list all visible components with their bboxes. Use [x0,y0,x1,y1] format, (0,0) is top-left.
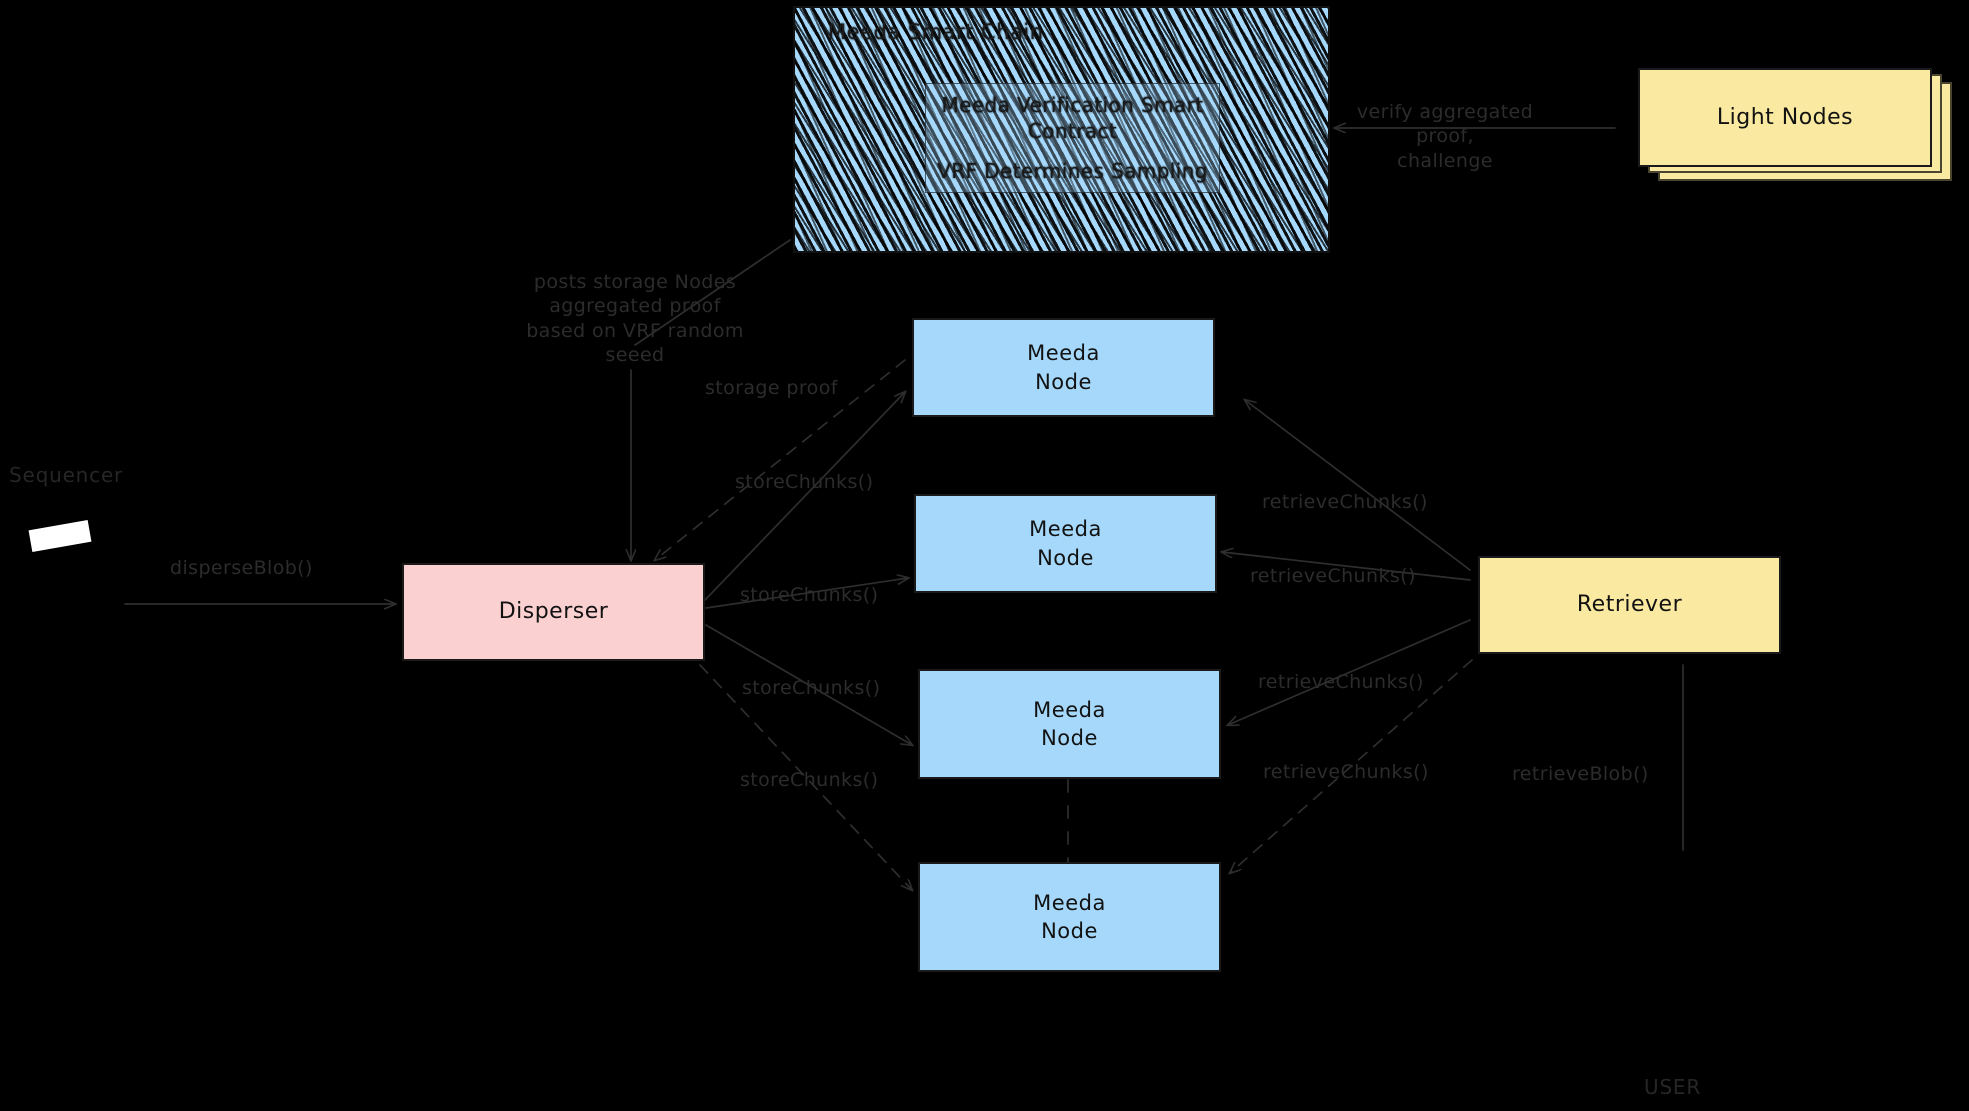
user-label: USER [1644,1075,1702,1099]
edge-label-retrieve-chunks-4: retrieveChunks() [1263,761,1429,783]
meeda-verification-smart-contract[interactable]: Meeda Verification Smart Contract VRF De… [925,83,1220,193]
meeda-node-box-2[interactable]: Meeda Node [914,494,1217,593]
edge-label-retrieve-chunks-3: retrieveChunks() [1258,671,1424,693]
edge-label-posts-storage-proof: posts storage Nodes aggregated proof bas… [526,271,744,366]
vrf-sampling-label: VRF Determines Sampling [937,159,1208,183]
retriever-box[interactable]: Retriever [1478,556,1781,654]
disperser-box[interactable]: Disperser [402,563,705,661]
edge-label-retrieve-chunks-2: retrieveChunks() [1250,565,1416,587]
edge-label-store-chunks-3: storeChunks() [742,677,881,699]
edge-label-retrieve-blob: retrieveBlob() [1512,763,1649,785]
edge-label-store-chunks-2: storeChunks() [740,584,879,606]
edge-label-store-chunks-1: storeChunks() [735,471,874,493]
contract-name-label: Meeda Verification Smart Contract [941,93,1204,143]
edge-label-retrieve-chunks-1: retrieveChunks() [1262,491,1428,513]
edge-label-storage-proof: storage proof [705,377,838,399]
meeda-node-box-3[interactable]: Meeda Node [918,669,1221,779]
sequencer-label: Sequencer [9,463,124,487]
meeda-smart-chain-frame [793,6,1330,253]
sequencer-icon [28,519,92,553]
meeda-node-box-4[interactable]: Meeda Node [918,862,1221,972]
edge-label-store-chunks-4: storeChunks() [740,769,879,791]
wire-store-chunks-1 [704,392,905,601]
meeda-smart-chain-title: Meeda Smart Chain [828,20,1044,44]
edge-label-disperse-blob: disperseBlob() [170,557,313,579]
wire-retrieve-chunks-1 [1245,400,1471,571]
light-nodes-box[interactable]: Light Nodes [1638,68,1932,167]
meeda-node-box-1[interactable]: Meeda Node [912,318,1215,417]
edge-label-verify-aggregated-proof: verify aggregated proof, challenge [1356,101,1534,172]
